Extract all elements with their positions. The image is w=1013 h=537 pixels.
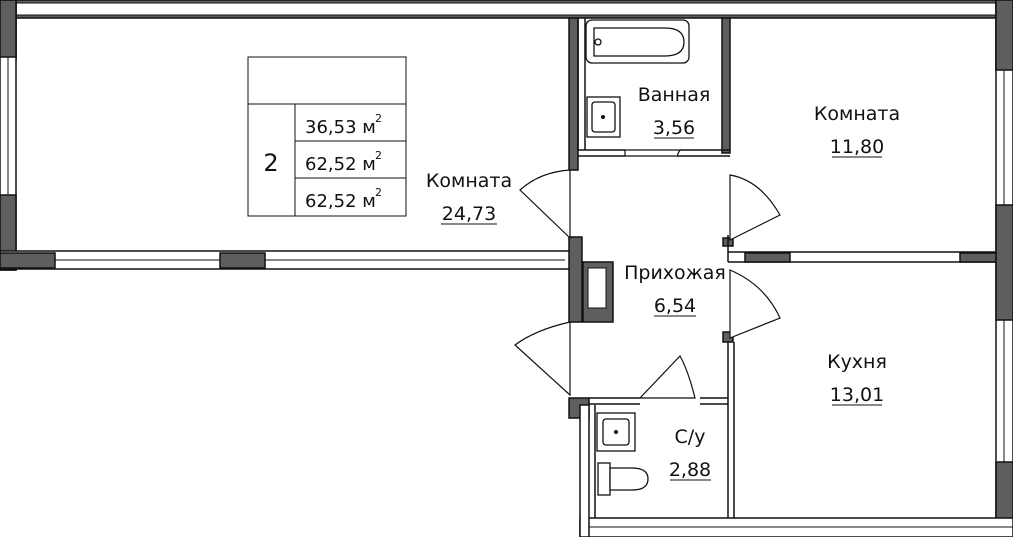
area-living-unit: 2 bbox=[375, 112, 382, 125]
rooms-count: 2 bbox=[263, 149, 278, 177]
area-living: 36,53 м bbox=[305, 117, 376, 138]
room-bathroom-area: 3,56 bbox=[653, 117, 695, 139]
room-wc-area: 2,88 bbox=[669, 459, 711, 481]
room-living: Комната 24,73 bbox=[426, 170, 512, 225]
door-kitchen bbox=[729, 269, 781, 339]
area-total-unit: 2 bbox=[375, 149, 382, 162]
room-wc: С/у 2,88 bbox=[669, 426, 711, 481]
room-bedroom: Комната 11,80 bbox=[814, 103, 900, 158]
room-bathroom: Ванная 3,56 bbox=[638, 84, 711, 139]
wc-sink-icon bbox=[596, 412, 636, 452]
room-kitchen-area: 13,01 bbox=[830, 384, 884, 406]
room-kitchen-name: Кухня bbox=[827, 351, 887, 373]
room-hallway-area: 6,54 bbox=[654, 295, 696, 317]
room-living-area: 24,73 bbox=[442, 203, 496, 225]
door-entrance bbox=[514, 321, 571, 397]
room-living-name: Комната bbox=[426, 170, 512, 192]
room-hallway: Прихожая 6,54 bbox=[624, 262, 726, 317]
sink-icon bbox=[586, 96, 621, 138]
fixtures bbox=[585, 19, 690, 496]
area-summary-box: 2 36,53 м 2 62,52 м 2 62,52 м 2 bbox=[247, 56, 407, 217]
bathtub-icon bbox=[585, 19, 690, 64]
room-bedroom-name: Комната bbox=[814, 103, 900, 125]
room-wc-name: С/у bbox=[675, 426, 706, 448]
area-total: 62,52 м bbox=[305, 154, 376, 175]
area-total-balcony: 62,52 м bbox=[305, 191, 376, 212]
door-bathroom bbox=[624, 149, 682, 157]
door-room-right bbox=[729, 174, 781, 241]
room-kitchen: Кухня 13,01 bbox=[827, 351, 887, 406]
doors bbox=[514, 149, 781, 399]
area-total-balcony-unit: 2 bbox=[375, 186, 382, 199]
door-room-left bbox=[519, 169, 571, 240]
door-wc bbox=[638, 355, 696, 399]
toilet-icon bbox=[597, 462, 649, 496]
room-bathroom-name: Ванная bbox=[638, 84, 711, 106]
room-labels: Комната 24,73 Ванная 3,56 Комната 11,80 … bbox=[426, 84, 900, 481]
room-hallway-name: Прихожая bbox=[624, 262, 726, 284]
room-bedroom-area: 11,80 bbox=[830, 136, 884, 158]
